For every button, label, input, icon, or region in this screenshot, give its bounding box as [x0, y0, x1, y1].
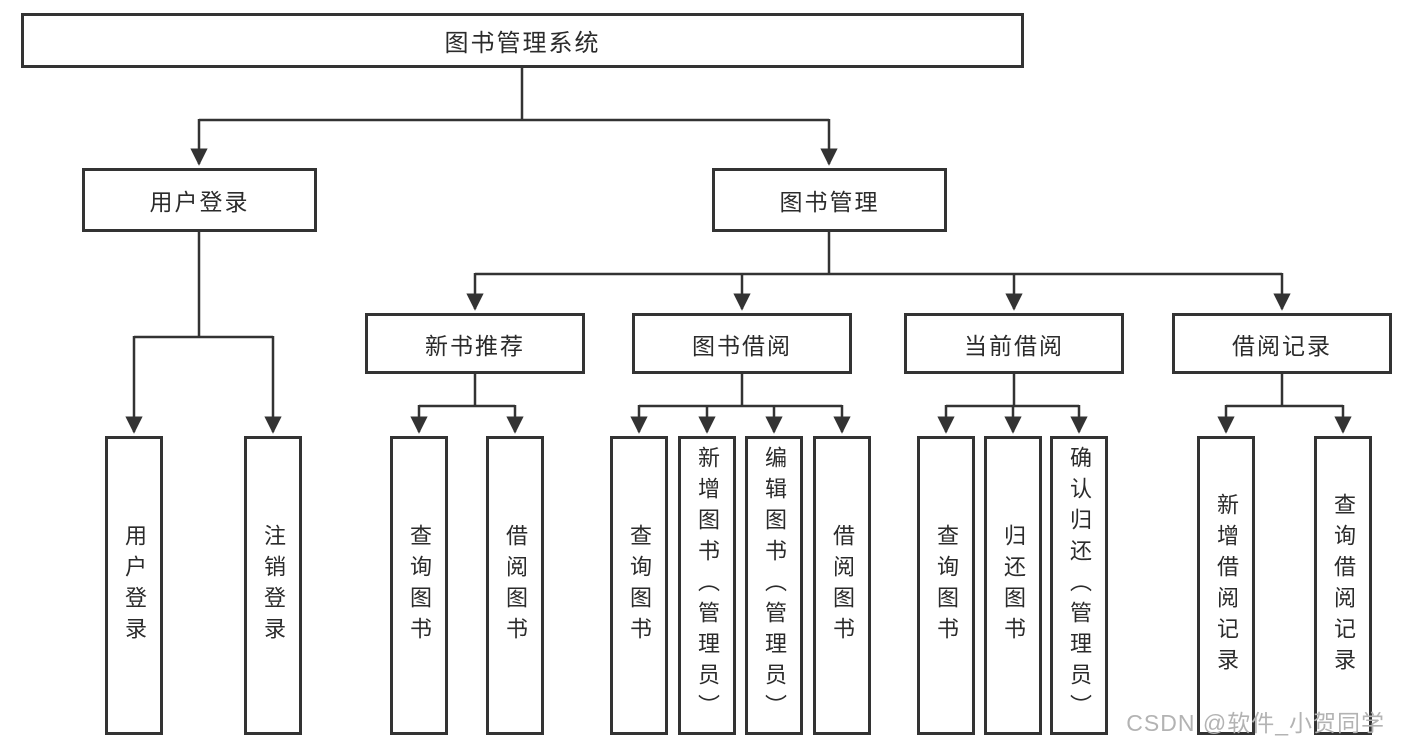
leaf-borrow-borrow-book: 借阅图书	[813, 436, 871, 735]
leaf-newbook-borrow: 借阅图书	[486, 436, 544, 735]
leaf-newbook-query: 查询图书	[390, 436, 448, 735]
leaf-current-return-label: 归还图书	[1001, 523, 1026, 648]
leaf-current-return: 归还图书	[984, 436, 1042, 735]
leaf-record-add-label: 新增借阅记录	[1214, 492, 1239, 679]
leaf-current-confirm-return-label: 确认归还（管理员）	[1067, 446, 1092, 725]
leaf-user-login: 用户登录	[105, 436, 163, 735]
leaf-newbook-query-label: 查询图书	[407, 523, 432, 648]
leaf-logout-label: 注销登录	[261, 523, 286, 648]
leaf-borrow-query-label: 查询图书	[627, 523, 652, 648]
node-new-book-recommend: 新书推荐	[365, 313, 585, 374]
leaf-record-query-label: 查询借阅记录	[1331, 492, 1356, 679]
node-user-login-label: 用户登录	[149, 189, 250, 215]
leaf-record-query: 查询借阅记录	[1314, 436, 1372, 735]
leaf-borrow-query: 查询图书	[610, 436, 668, 735]
csdn-watermark: CSDN @软件_小贺同学	[1126, 710, 1385, 736]
leaf-current-query-label: 查询图书	[934, 523, 959, 648]
leaf-record-add: 新增借阅记录	[1197, 436, 1255, 735]
node-root-system: 图书管理系统	[21, 13, 1024, 68]
leaf-borrow-add-book-label: 新增图书（管理员）	[695, 446, 720, 725]
leaf-borrow-edit-book-label: 编辑图书（管理员）	[762, 446, 787, 725]
leaf-borrow-add-book: 新增图书（管理员）	[678, 436, 736, 735]
node-current-borrow-label: 当前借阅	[964, 332, 1064, 359]
node-book-management: 图书管理	[712, 168, 947, 232]
leaf-current-query: 查询图书	[917, 436, 975, 735]
node-new-book-recommend-label: 新书推荐	[425, 332, 525, 359]
node-current-borrow: 当前借阅	[904, 313, 1124, 374]
leaf-current-confirm-return: 确认归还（管理员）	[1050, 436, 1108, 735]
node-borrow-records-label: 借阅记录	[1232, 332, 1332, 359]
node-book-management-label: 图书管理	[779, 189, 880, 215]
node-root-system-label: 图书管理系统	[444, 30, 601, 57]
leaf-logout: 注销登录	[244, 436, 302, 735]
node-borrow-records: 借阅记录	[1172, 313, 1392, 374]
leaf-newbook-borrow-label: 借阅图书	[503, 523, 528, 648]
leaf-user-login-label: 用户登录	[122, 523, 147, 648]
node-book-borrow: 图书借阅	[632, 313, 852, 374]
node-book-borrow-label: 图书借阅	[692, 332, 792, 359]
leaf-borrow-edit-book: 编辑图书（管理员）	[745, 436, 803, 735]
leaf-borrow-borrow-book-label: 借阅图书	[830, 523, 855, 648]
node-user-login: 用户登录	[82, 168, 317, 232]
